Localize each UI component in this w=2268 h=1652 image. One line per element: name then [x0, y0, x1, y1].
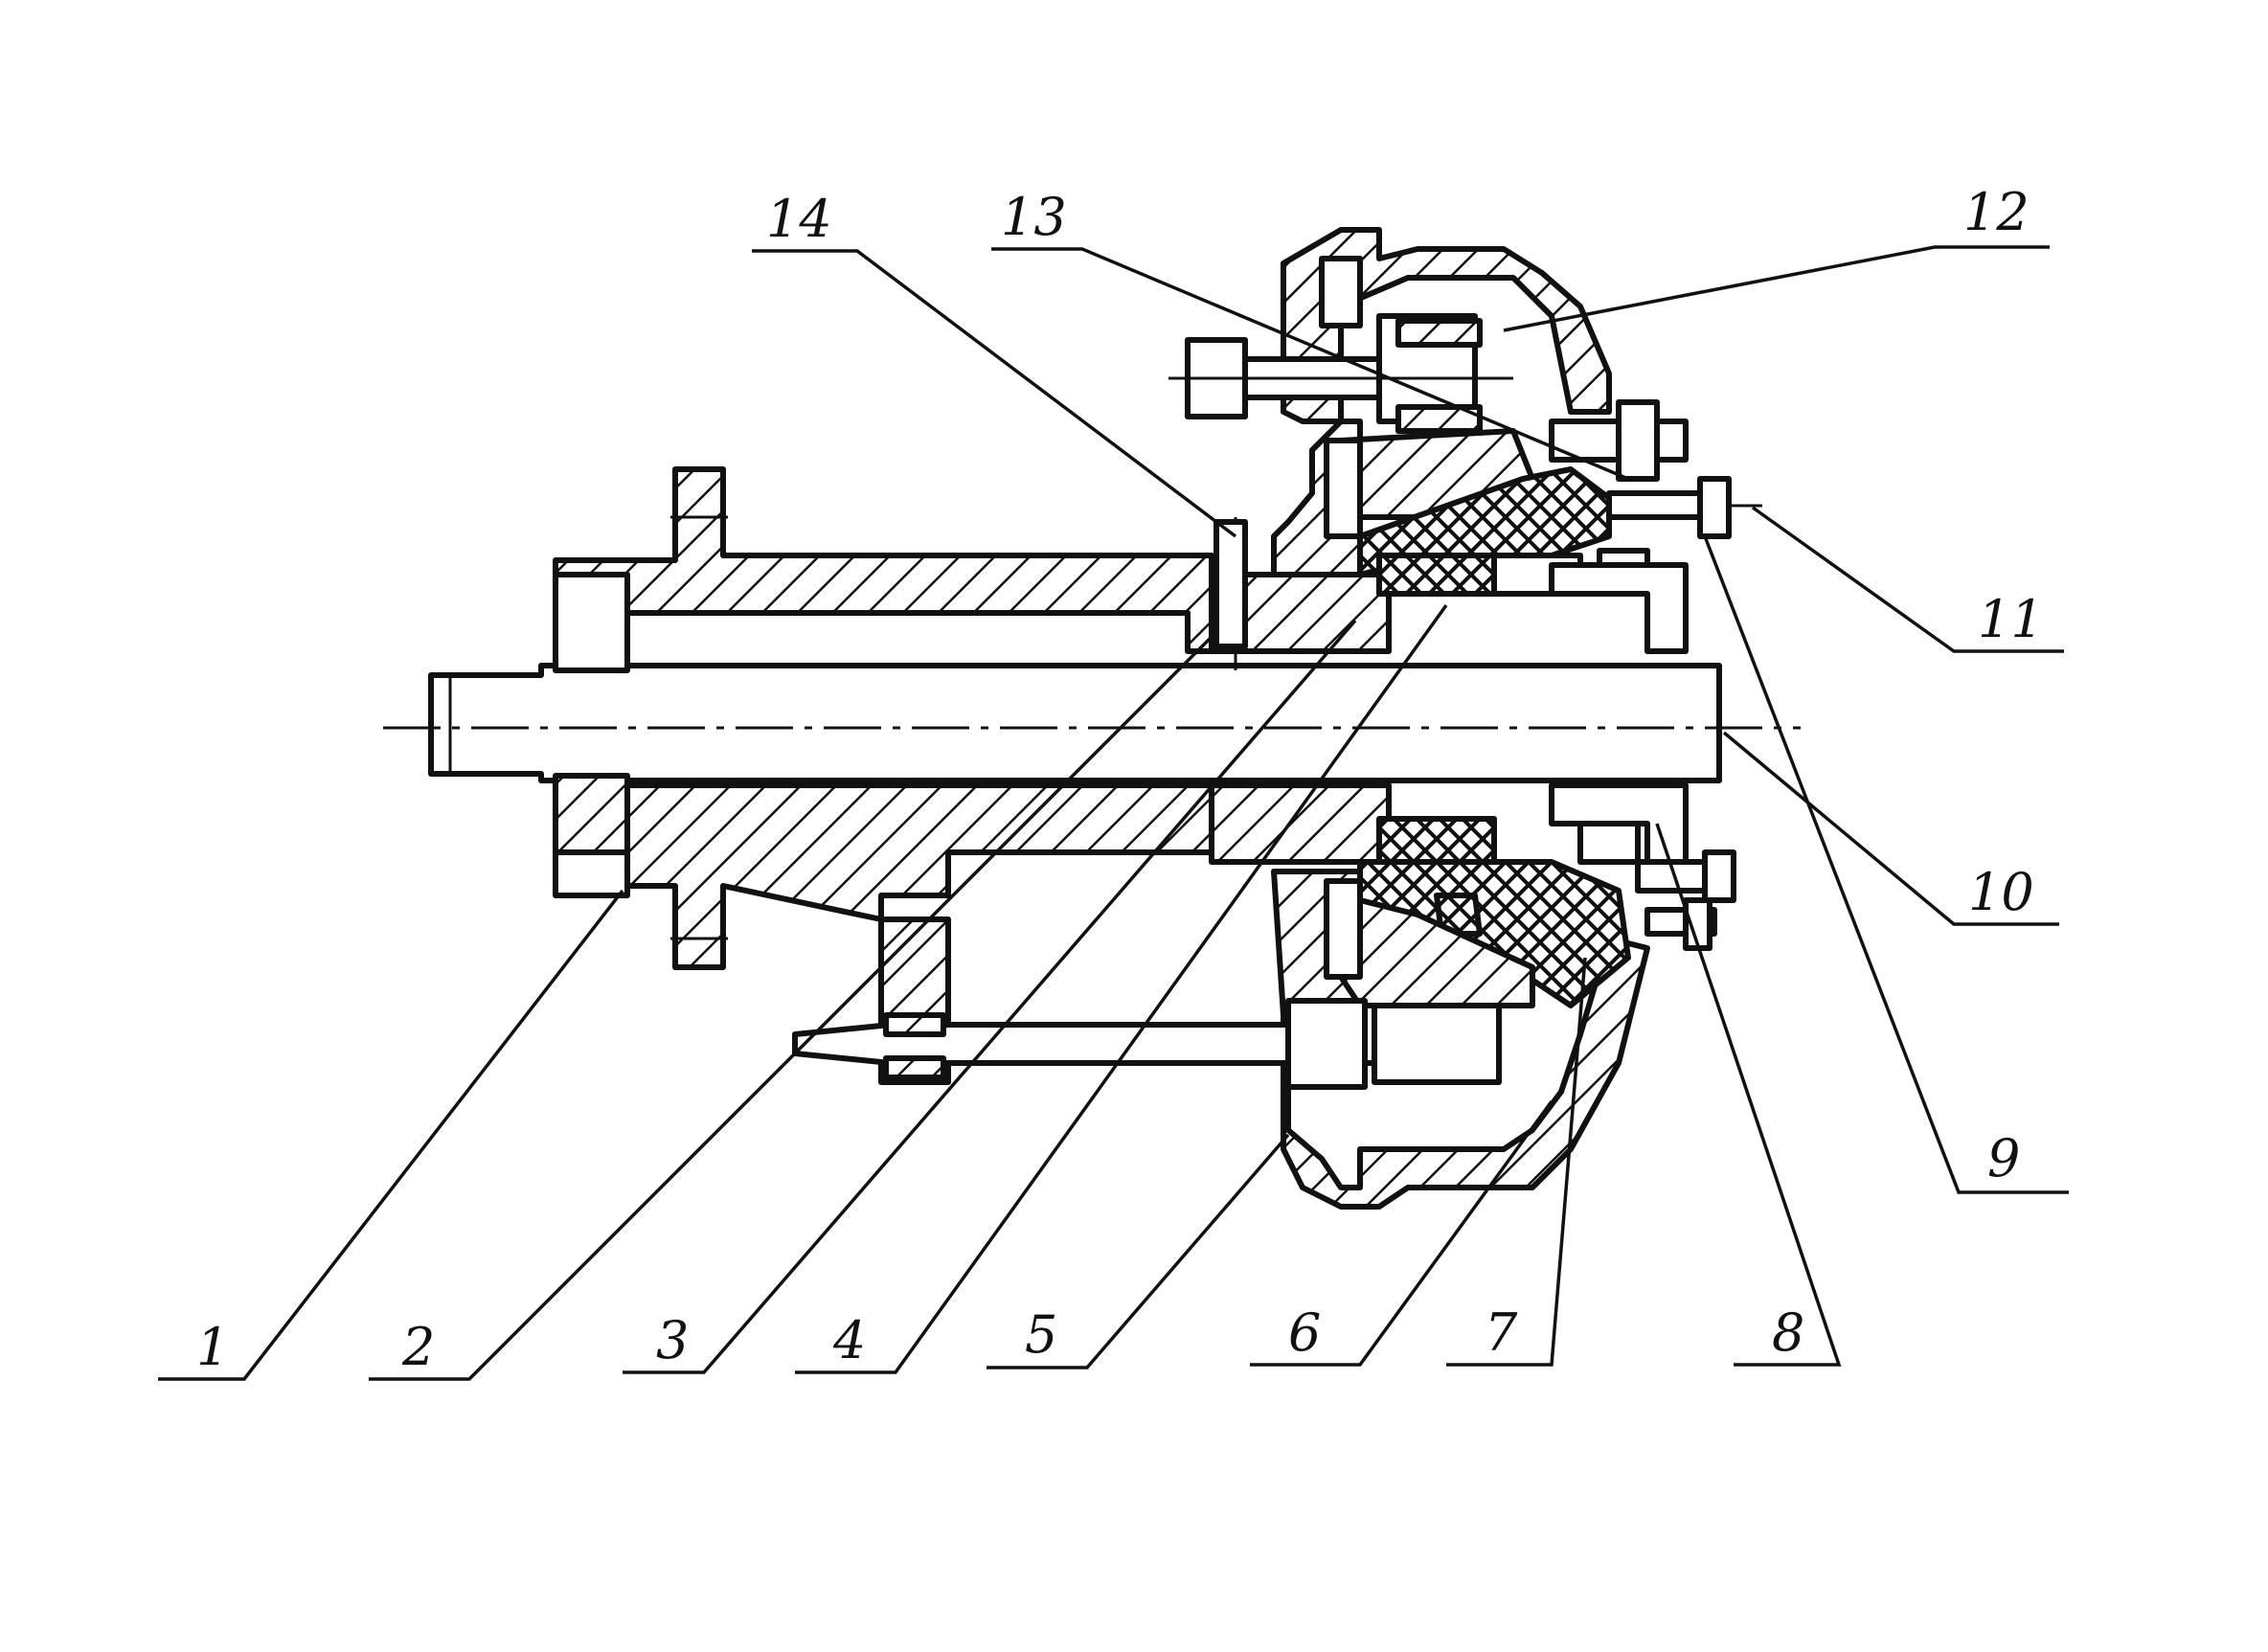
label-2: 2: [401, 1317, 435, 1377]
packing-lower: [1324, 816, 1689, 1008]
pin-14: [1213, 519, 1248, 649]
label-12: 12: [1963, 182, 2030, 242]
screw-11: [1606, 476, 1762, 539]
label-14: 14: [766, 189, 832, 249]
packing-upper: [1357, 466, 1650, 597]
bolt-upper-left: [1168, 337, 1513, 419]
label-4: 4: [832, 1310, 866, 1370]
label-1: 1: [196, 1317, 229, 1377]
end-cover-upper: [1549, 562, 1689, 654]
section-view: [383, 227, 1801, 1210]
label-11: 11: [1978, 589, 2044, 649]
label-8: 8: [1772, 1302, 1804, 1363]
label-6: 6: [1288, 1302, 1321, 1363]
label-10: 10: [1968, 862, 2034, 922]
label-9: 9: [1987, 1128, 2020, 1188]
part-labels: 1 2 3 4 5 6 7 8 9 10 11 12 13 14: [196, 182, 2044, 1377]
shaft: [428, 663, 1722, 783]
label-5: 5: [1025, 1304, 1057, 1365]
bolt-upper-right: [1549, 399, 1689, 482]
label-7: 7: [1485, 1302, 1518, 1363]
leader-lines: [158, 245, 2069, 1381]
stud-lower: [792, 998, 1502, 1090]
label-13: 13: [1001, 187, 1067, 247]
housing-sleeve: [553, 466, 1214, 1085]
label-3: 3: [656, 1310, 689, 1370]
bolt-lower-right: [1635, 849, 1736, 951]
